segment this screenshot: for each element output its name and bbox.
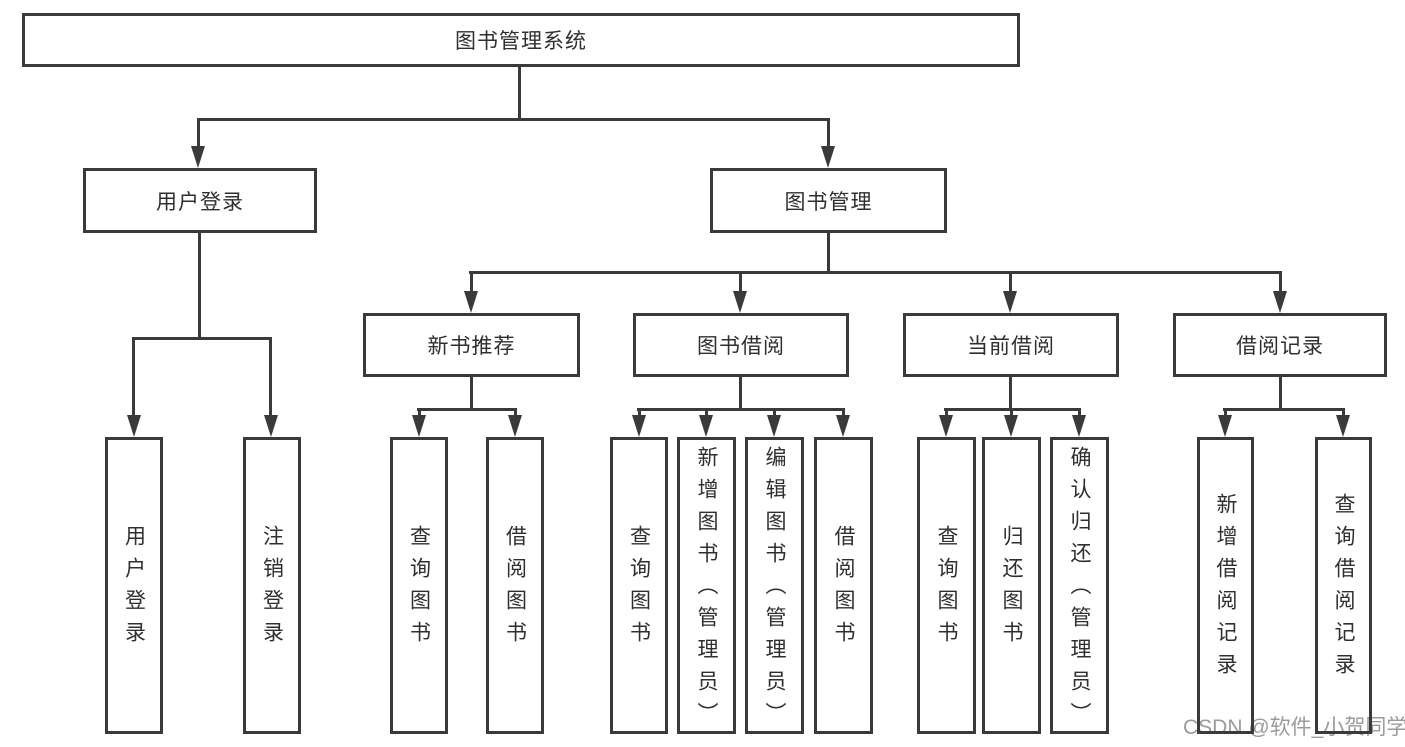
arrow-to-user-login <box>191 146 205 168</box>
leaf-recommend-borrow-books: 借阅图书 <box>486 437 544 734</box>
node-borrow-records-label: 借阅记录 <box>1236 335 1324 358</box>
arrow-to-borrow-records <box>1273 291 1287 313</box>
leaf-borrow-borrow-books: 借阅图书 <box>814 437 873 734</box>
arrow-current-confirm <box>1072 415 1086 437</box>
leaf-records-add-record: 新增借阅记录 <box>1197 437 1254 734</box>
node-book-management: 图书管理 <box>710 168 947 233</box>
arrow-recommend-borrow <box>508 415 522 437</box>
arrow-borrow-add <box>699 415 713 437</box>
arrow-to-leaf-user-login <box>127 415 141 437</box>
leaf-borrow-add-books-admin: 新增图书（管理员） <box>677 437 736 734</box>
leaf-current-query-books: 查询图书 <box>917 437 976 734</box>
arrow-borrow-borrow <box>836 415 850 437</box>
arrow-records-add <box>1218 415 1232 437</box>
arrow-to-leaf-logout <box>264 415 278 437</box>
leaf-borrow-edit-books-admin: 编辑图书（管理员） <box>745 437 804 734</box>
arrow-to-new-book-recommend <box>464 291 478 313</box>
leaf-borrow-query-books: 查询图书 <box>610 437 668 734</box>
csdn-watermark: CSDN @软件_小贺同学 <box>1183 716 1405 739</box>
node-new-book-recommend: 新书推荐 <box>363 313 580 377</box>
node-root-label: 图书管理系统 <box>455 30 587 53</box>
node-current-borrow: 当前借阅 <box>903 313 1119 377</box>
arrow-recommend-query <box>412 415 426 437</box>
leaf-user-login: 用户登录 <box>105 437 163 734</box>
node-root: 图书管理系统 <box>22 13 1020 67</box>
arrow-borrow-query <box>632 415 646 437</box>
leaf-logout: 注销登录 <box>243 437 301 734</box>
arrow-to-book-management <box>821 146 835 168</box>
node-current-borrow-label: 当前借阅 <box>967 335 1055 358</box>
arrow-records-query <box>1336 415 1350 437</box>
node-book-borrow-label: 图书借阅 <box>697 335 785 358</box>
node-book-management-label: 图书管理 <box>784 190 873 214</box>
node-new-book-recommend-label: 新书推荐 <box>427 335 516 358</box>
arrow-current-query <box>939 415 953 437</box>
leaf-current-confirm-return-admin: 确认归还（管理员） <box>1050 437 1109 734</box>
node-user-login-label: 用户登录 <box>156 190 244 214</box>
node-user-login: 用户登录 <box>83 168 317 233</box>
node-borrow-records: 借阅记录 <box>1173 313 1387 377</box>
arrow-current-return <box>1004 415 1018 437</box>
leaf-records-query-record: 查询借阅记录 <box>1315 437 1372 734</box>
leaf-recommend-query-books: 查询图书 <box>390 437 448 734</box>
arrow-to-book-borrow <box>733 291 747 313</box>
node-book-borrow: 图书借阅 <box>633 313 849 377</box>
arrow-to-current-borrow <box>1003 291 1017 313</box>
arrow-borrow-edit <box>767 415 781 437</box>
leaf-current-return-books: 归还图书 <box>982 437 1041 734</box>
